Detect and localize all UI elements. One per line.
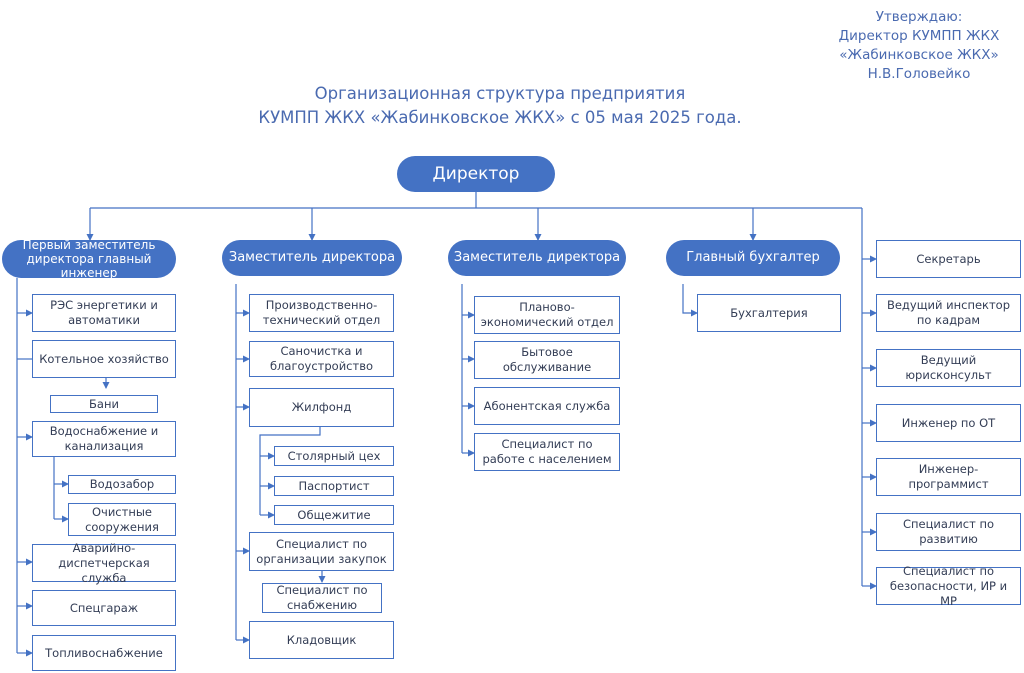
deputy-director-label-2: Заместитель директора <box>453 250 621 265</box>
deputy-director-node-2: Заместитель директора <box>448 240 626 276</box>
deputy-director-label-1: Заместитель директора <box>228 250 396 265</box>
water-intake-label: Водозабор <box>89 477 155 491</box>
chief-accountant-label: Главный бухгалтер <box>686 250 820 265</box>
hr-inspector-box: Ведущий инспектор по кадрам <box>876 294 1021 332</box>
dispatch-box: Аварийно-диспетчерская служба <box>32 541 176 585</box>
garage-label: Спецгараж <box>69 600 139 615</box>
safety-engineer-box: Инженер по ОТ <box>876 404 1021 442</box>
programmer-label: Инженер-программист <box>908 462 989 491</box>
secretary-box: Секретарь <box>876 240 1021 278</box>
dorm-box: Общежитие <box>274 505 394 525</box>
director-node: Директор <box>397 156 555 192</box>
approval-line-2: Директор КУМПП ЖКХ <box>838 28 1000 44</box>
garage-box: Спецгараж <box>32 590 176 626</box>
water-supply-label: Водоснабжение и канализация <box>49 424 159 453</box>
chart-title-line-2: КУМПП ЖКХ «Жабинковское ЖКХ» с 05 мая 20… <box>258 108 742 127</box>
storekeeper-label: Кладовщик <box>286 632 357 647</box>
dispatch-label: Аварийно-диспетчерская служба <box>58 540 150 585</box>
household-box: Бытовое обслуживание <box>474 341 620 379</box>
procurement-label: Специалист по организации закупок <box>256 536 387 566</box>
carpentry-box: Столярный цех <box>274 446 394 466</box>
pto-box: Производственно-технический отдел <box>249 294 394 332</box>
approval-stamp: Утверждаю: Директор КУМПП ЖКХ «Жабинковс… <box>824 8 1014 84</box>
safety-engineer-label: Инженер по ОТ <box>901 415 996 430</box>
water-supply-box: Водоснабжение и канализация <box>32 421 176 457</box>
legal-counsel-box: Ведущий юрисконсульт <box>876 349 1021 387</box>
subscriber-box: Абонентская служба <box>474 387 620 425</box>
housing-label: Жилфонд <box>291 400 352 414</box>
approval-line-3: «Жабинковское ЖКХ» <box>839 47 999 63</box>
treatment-label: Очистные сооружения <box>85 504 159 534</box>
boiler-box: Котельное хозяйство <box>32 340 176 378</box>
accounting-label: Бухгалтерия <box>730 305 808 320</box>
supply-box: Специалист по снабжению <box>262 583 382 613</box>
household-label: Бытовое обслуживание <box>502 345 592 374</box>
boiler-label: Котельное хозяйство <box>39 351 169 366</box>
development-box: Специалист по развитию <box>876 513 1021 551</box>
storekeeper-box: Кладовщик <box>249 621 394 659</box>
population-box: Специалист по работе с населением <box>474 433 620 471</box>
director-label: Директор <box>432 164 520 184</box>
accounting-box: Бухгалтерия <box>697 294 841 332</box>
approval-line-1: Утверждаю: <box>875 9 963 25</box>
water-intake-box: Водозабор <box>68 475 176 494</box>
programmer-box: Инженер-программист <box>876 458 1021 496</box>
planning-label: Планово-экономический отдел <box>480 300 614 329</box>
security-box: Специалист по безопасности, ИР и МР <box>876 564 1021 608</box>
housing-box: Жилфонд <box>249 388 394 427</box>
sanitation-label: Саночистка и благоустройство <box>269 344 374 373</box>
planning-box: Планово-экономический отдел <box>474 296 620 334</box>
res-energy-label: РЭС энергетики и автоматики <box>50 298 158 327</box>
first-deputy-node: Первый заместитель директора главный инж… <box>2 238 176 280</box>
carpentry-label: Столярный цех <box>287 448 381 463</box>
res-energy-box: РЭС энергетики и автоматики <box>32 294 176 332</box>
chart-title-line-1: Организационная структура предприятия <box>314 84 686 103</box>
supply-label: Специалист по снабжению <box>276 583 368 612</box>
passport-box: Паспортист <box>274 476 394 496</box>
approval-line-4: Н.В.Головейко <box>867 66 971 82</box>
first-deputy-label: Первый заместитель директора главный инж… <box>22 238 156 280</box>
treatment-box: Очистные сооружения <box>68 503 176 536</box>
population-label: Специалист по работе с населением <box>482 437 612 466</box>
subscriber-label: Абонентская служба <box>483 398 611 413</box>
dorm-label: Общежитие <box>297 507 371 522</box>
sanitation-box: Саночистка и благоустройство <box>249 341 394 377</box>
legal-counsel-label: Ведущий юрисконсульт <box>905 353 992 382</box>
chief-accountant-node: Главный бухгалтер <box>666 240 840 276</box>
pto-label: Производственно-технический отдел <box>262 298 381 327</box>
deputy-director-node-1: Заместитель директора <box>222 240 402 276</box>
fuel-label: Топливоснабжение <box>45 645 163 660</box>
security-label: Специалист по безопасности, ИР и МР <box>889 563 1008 608</box>
passport-label: Паспортист <box>298 478 370 493</box>
baths-label: Бани <box>89 396 119 411</box>
secretary-label: Секретарь <box>916 251 981 266</box>
fuel-box: Топливоснабжение <box>32 635 176 671</box>
hr-inspector-label: Ведущий инспектор по кадрам <box>886 298 1011 327</box>
development-label: Специалист по развитию <box>902 517 995 546</box>
procurement-box: Специалист по организации закупок <box>249 532 394 571</box>
baths-box: Бани <box>50 395 158 413</box>
